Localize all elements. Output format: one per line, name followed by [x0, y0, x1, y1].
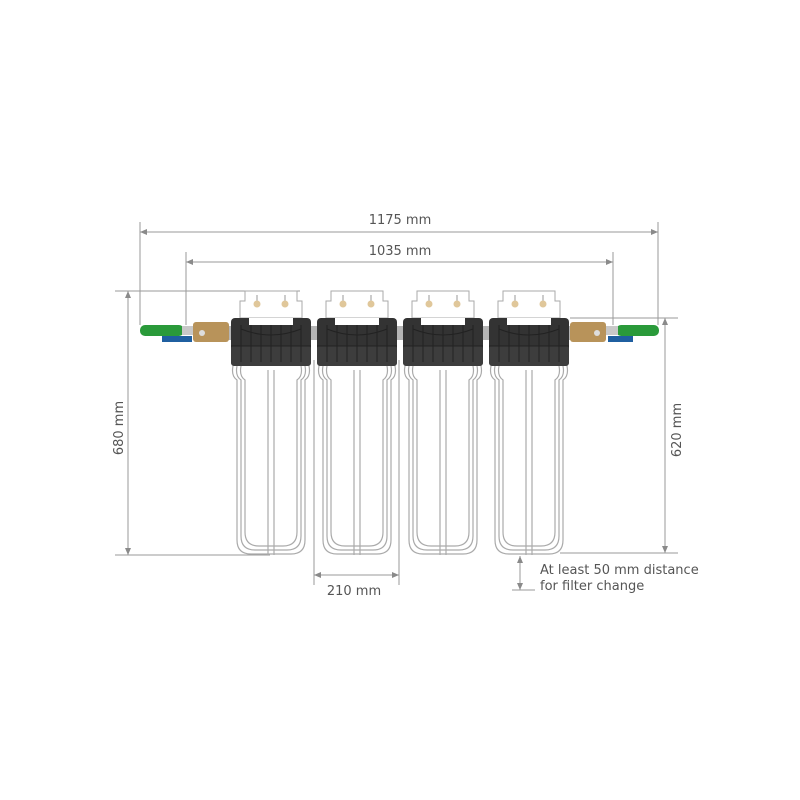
- filter-housing: [403, 290, 483, 555]
- screw-icon: [281, 300, 289, 308]
- outlet-valve: [570, 322, 659, 342]
- screw-icon: [253, 300, 261, 308]
- filter-housings: [226, 290, 574, 555]
- filter-bowl: [489, 365, 569, 555]
- clearance-label-line1: At least 50 mm distance: [540, 563, 699, 578]
- filter-housing: [317, 290, 397, 555]
- mounting-bracket: [411, 290, 475, 319]
- screw-icon: [539, 300, 547, 308]
- filter-bowl: [317, 365, 397, 555]
- valve-lever: [598, 326, 618, 335]
- mounting-bracket: [497, 290, 561, 319]
- valve-lever: [182, 326, 202, 335]
- overall-height-label: 680 mm: [112, 401, 127, 455]
- inlet-valve: [140, 322, 229, 342]
- valve-base: [162, 336, 192, 342]
- dimension-arrows: [125, 229, 668, 590]
- filter-bowl: [403, 365, 483, 555]
- connection-width-label: 1035 mm: [369, 244, 432, 259]
- valve-base: [608, 336, 633, 342]
- dimension-lines: [115, 222, 678, 591]
- overall-width-label: 1175 mm: [369, 213, 432, 228]
- screw-icon: [453, 300, 461, 308]
- mounting-bracket: [239, 290, 303, 319]
- screw-icon: [425, 300, 433, 308]
- screw-icon: [367, 300, 375, 308]
- brass-fitting: [570, 322, 606, 342]
- filter-spacing-label: 210 mm: [327, 584, 381, 599]
- valve-handle: [616, 325, 659, 336]
- filter-housing: [489, 290, 569, 555]
- connecting-pipe: [226, 326, 574, 340]
- valve-handle: [140, 325, 184, 336]
- connection-height-label: 620 mm: [670, 403, 685, 457]
- screw-icon: [511, 300, 519, 308]
- clearance-label-line2: for filter change: [540, 579, 644, 594]
- filter-housing: [231, 290, 311, 555]
- screw-icon: [339, 300, 347, 308]
- brass-fitting: [193, 322, 229, 342]
- filter-bowl: [231, 365, 311, 555]
- mounting-bracket: [325, 290, 389, 319]
